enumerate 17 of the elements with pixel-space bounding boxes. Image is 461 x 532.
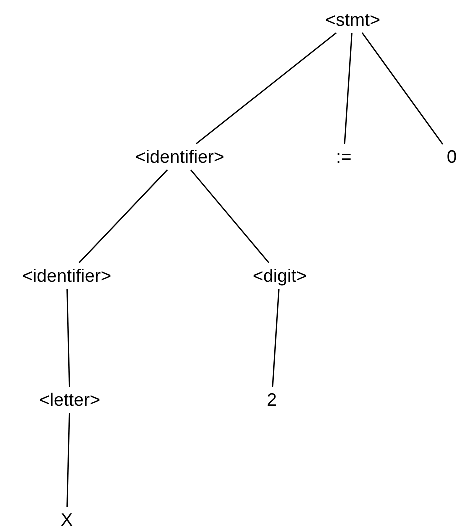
tree-node-label: <letter> xyxy=(37,389,103,411)
tree-node-label: <identifier> xyxy=(20,265,114,287)
tree-edge xyxy=(78,170,168,264)
tree-node-label: 2 xyxy=(265,389,279,411)
tree-node-label: <stmt> xyxy=(323,9,383,31)
tree-edge xyxy=(190,170,270,264)
tree-node-label: <identifier> xyxy=(133,146,227,168)
tree-node-label: := xyxy=(334,146,354,168)
tree-node-label: <digit> xyxy=(250,265,310,287)
tree-edge xyxy=(344,32,353,144)
tree-edge xyxy=(66,288,70,388)
tree-edge xyxy=(196,32,337,144)
tree-edge xyxy=(362,32,444,145)
tree-edge xyxy=(66,412,70,508)
tree-node-label: 0 xyxy=(445,146,459,168)
tree-edge xyxy=(272,288,280,388)
tree-node-label: X xyxy=(59,509,75,531)
